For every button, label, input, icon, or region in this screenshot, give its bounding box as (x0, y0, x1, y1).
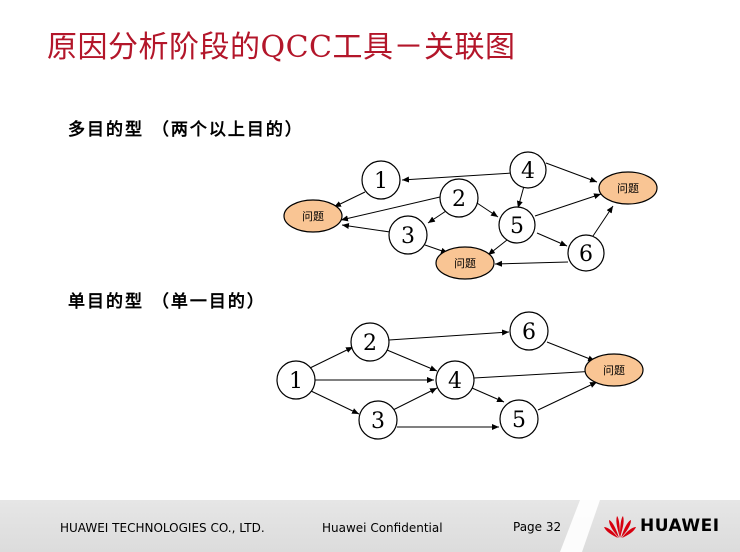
svg-text:4: 4 (448, 369, 462, 394)
problem-node-right: 问题 (598, 171, 658, 205)
single-node-2: 2 (350, 322, 390, 362)
edge-s1-to-s2 (309, 346, 354, 369)
footer-page-number: Page 32 (513, 520, 562, 534)
svg-text:问题: 问题 (302, 210, 324, 223)
edge-2-to-5 (476, 202, 499, 218)
svg-text:1: 1 (374, 169, 388, 194)
huawei-brand-text: HUAWEI (640, 516, 720, 536)
single-node-4: 4 (435, 360, 475, 400)
edge-5-to-problem-right (534, 193, 602, 217)
svg-text:问题: 问题 (603, 364, 625, 377)
edge-6-to-problem-right (592, 205, 614, 237)
svg-text:3: 3 (401, 224, 415, 249)
footer-bar: HUAWEI TECHNOLOGIES CO., LTD. Huawei Con… (0, 500, 740, 552)
edge-5-to-6 (536, 232, 568, 247)
edge-6-to-problem-bottom (494, 260, 569, 267)
svg-text:5: 5 (510, 214, 524, 239)
multi-purpose-label: 多目的型 （两个以上目的） (68, 120, 304, 140)
edge-s2-to-s6 (388, 329, 510, 341)
svg-text:6: 6 (579, 242, 593, 267)
problem-node-single: 问题 (584, 353, 644, 387)
svg-text:2: 2 (452, 187, 466, 212)
single-node-5: 5 (499, 399, 539, 439)
svg-text:4: 4 (521, 159, 535, 184)
svg-text:6: 6 (522, 320, 536, 345)
problem-node-bottom: 问题 (435, 246, 495, 280)
single-purpose-label: 单目的型 （单一目的） (68, 292, 266, 312)
svg-text:1: 1 (289, 369, 303, 394)
svg-text:3: 3 (371, 409, 385, 434)
footer-divider (560, 500, 600, 552)
problem-node-left: 问题 (283, 199, 343, 233)
cause-node-6: 6 (567, 234, 605, 272)
cause-node-5: 5 (498, 206, 536, 244)
single-node-1: 1 (276, 360, 316, 400)
edge-2-to-problem-left (340, 196, 441, 222)
edge-1-to-problem-left (333, 191, 366, 208)
edge-2-to-3 (427, 210, 447, 224)
edge-3-to-problem-left (341, 223, 391, 233)
footer-confidential: Huawei Confidential (322, 521, 443, 535)
relation-diagrams: 问题 问题 问题 1 2 3 (276, 151, 658, 440)
cause-node-1: 1 (361, 160, 401, 200)
edge-s4-to-s5 (471, 387, 505, 403)
edge-s6-to-problem (546, 341, 596, 362)
slide-title: 原因分析阶段的QCC工具－关联图 (47, 30, 516, 65)
edge-5-to-problem-bottom (487, 239, 508, 256)
edge-s2-to-s4 (386, 349, 438, 372)
edge-s4-to-problem (473, 368, 598, 379)
edge-s1-to-s3 (310, 390, 360, 415)
footer-company: HUAWEI TECHNOLOGIES CO., LTD. (60, 521, 265, 535)
single-purpose-diagram: 问题 1 2 3 4 5 (276, 311, 644, 440)
svg-text:问题: 问题 (454, 257, 476, 270)
single-node-6: 6 (509, 311, 549, 351)
svg-text:5: 5 (512, 408, 526, 433)
huawei-logo-icon (604, 516, 636, 538)
cause-node-2: 2 (439, 178, 479, 218)
edge-s5-to-problem (537, 381, 598, 411)
multi-purpose-diagram: 问题 问题 问题 1 2 3 (283, 151, 658, 280)
edge-4-to-problem-right (545, 162, 598, 183)
single-node-3: 3 (358, 400, 398, 440)
cause-node-3: 3 (388, 215, 428, 255)
svg-text:2: 2 (363, 331, 377, 356)
edge-4-to-5 (516, 185, 525, 209)
edge-s3-to-s4 (390, 387, 438, 412)
cause-node-4: 4 (509, 151, 547, 189)
edge-4-to-1 (401, 172, 513, 183)
svg-text:问题: 问题 (617, 182, 639, 195)
